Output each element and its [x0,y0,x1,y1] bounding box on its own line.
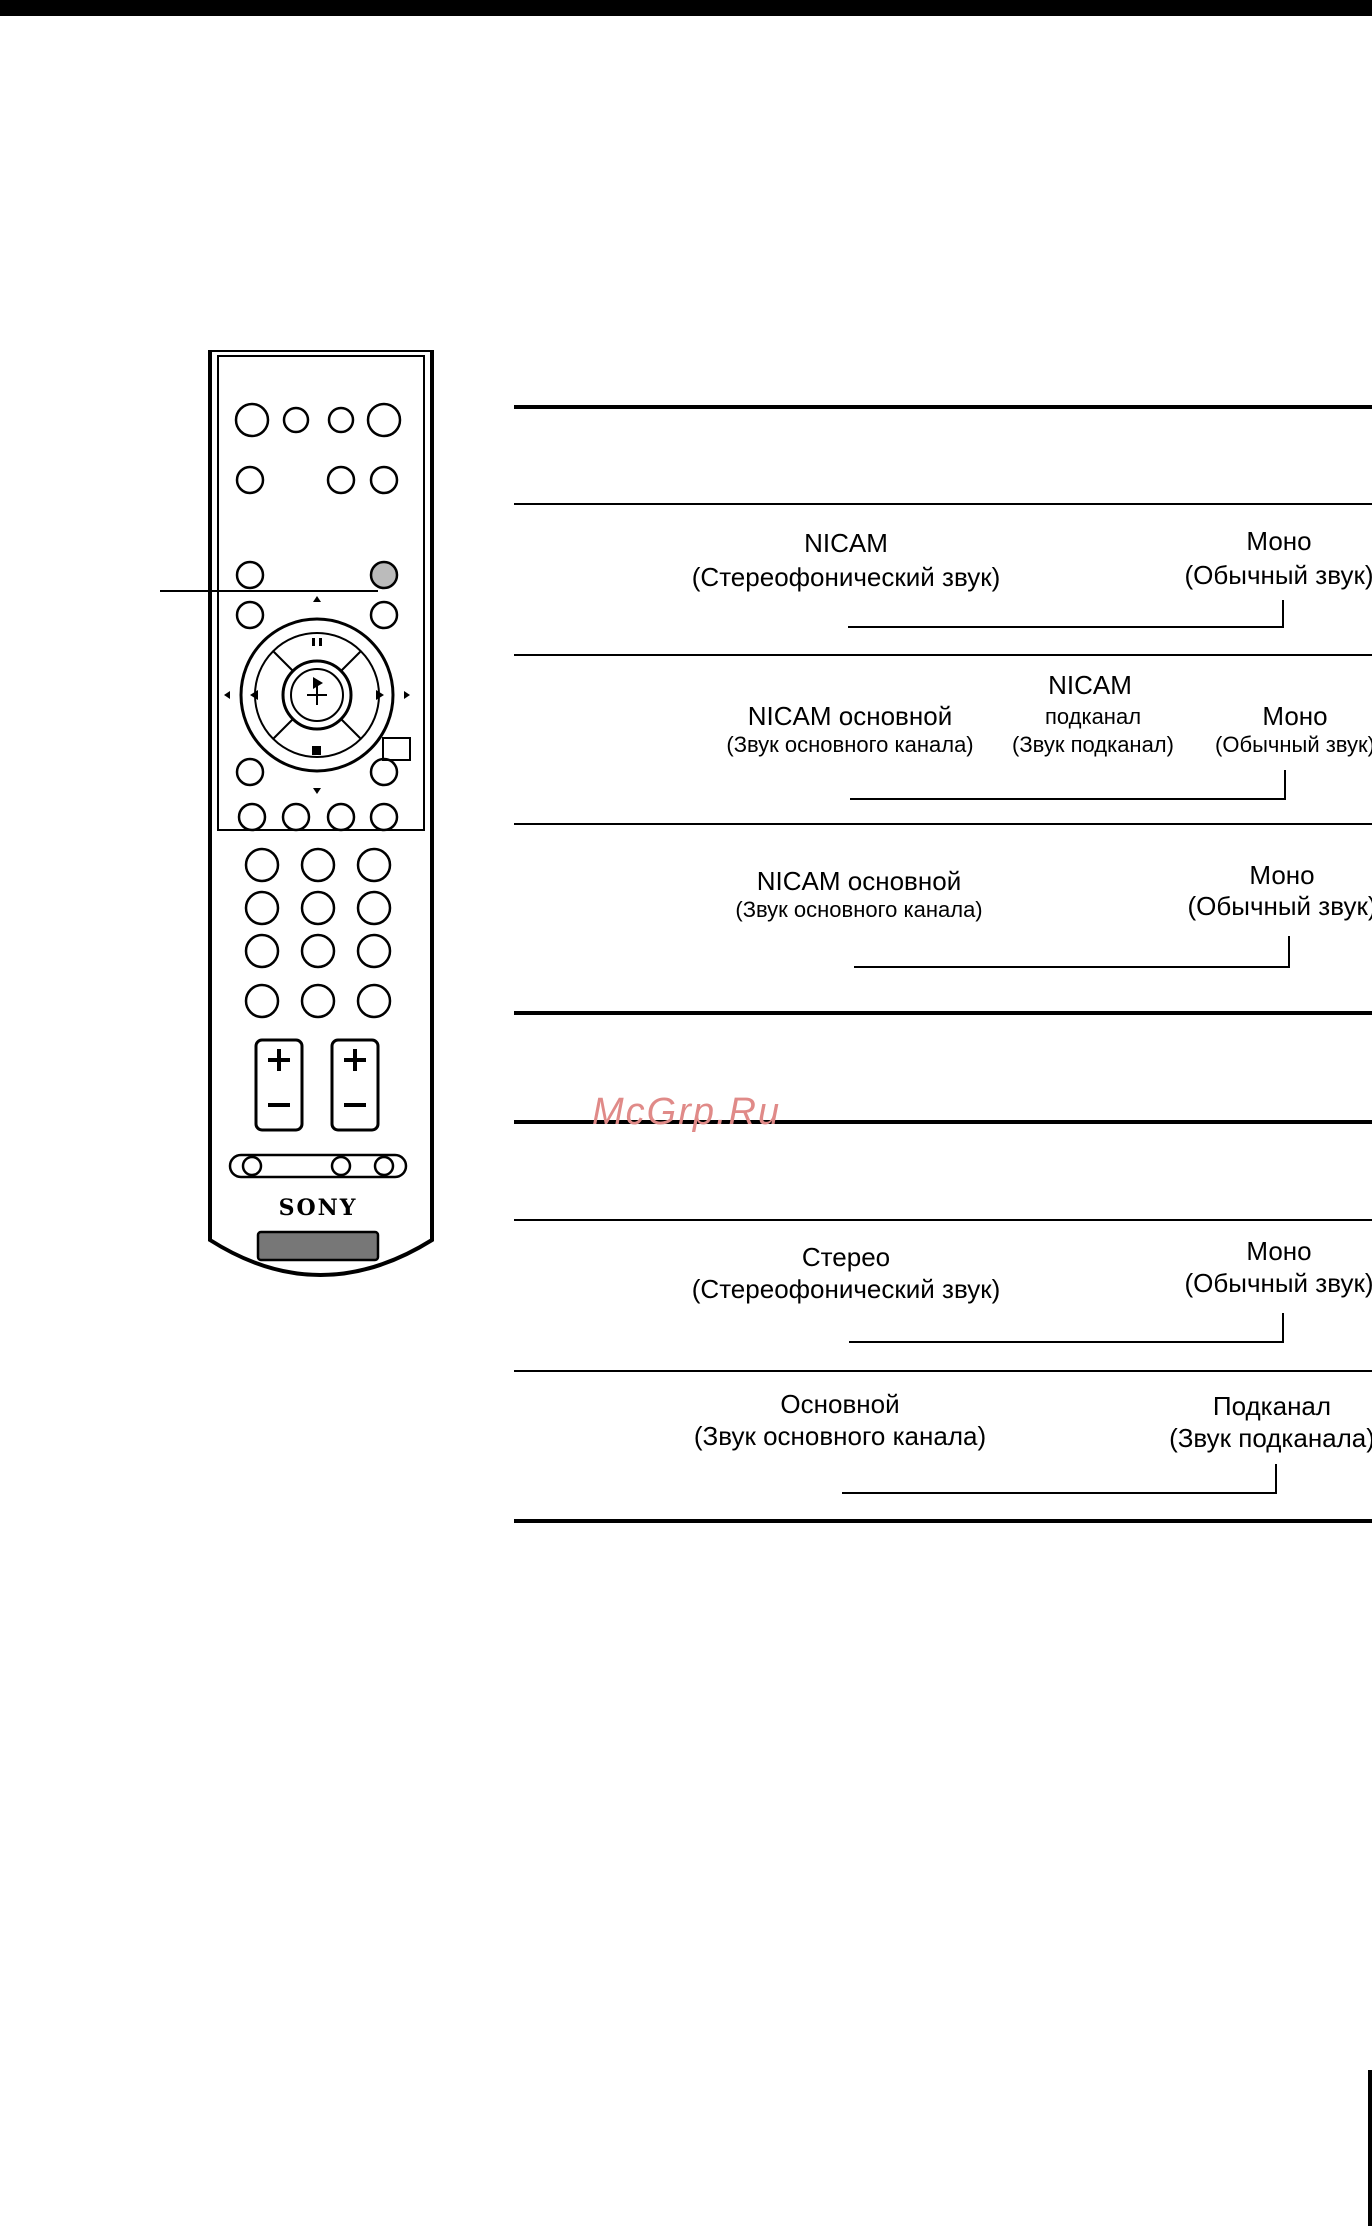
input-button[interactable] [326,465,356,495]
diagram-label-sub: (Обычный звук) [1184,1268,1372,1298]
digit-button[interactable] [300,983,336,1019]
volume-rocker[interactable] [254,1038,304,1132]
digit-button[interactable] [244,847,280,883]
table-bottom-rule [514,1519,1372,1523]
diagram-label-main: Основной [780,1389,900,1419]
standby-button[interactable] [327,406,355,434]
digit-button[interactable] [244,933,280,969]
stop-icon [312,746,321,755]
cycle-arrow [849,1313,1284,1343]
color-button[interactable] [326,802,356,832]
rewind-icon [250,690,258,700]
digit-button[interactable] [356,890,392,926]
digit-button[interactable] [300,890,336,926]
ok-button[interactable] [281,659,353,731]
watermark: McGrp.Ru [592,1091,782,1133]
diagram-label-mid: подканал [1044,704,1142,729]
button[interactable] [369,757,399,787]
up-arrow-icon [313,596,321,602]
diagram-label-main: Моно [1246,1236,1312,1266]
table-rule [514,1219,1372,1221]
sound-mode-button[interactable] [369,560,399,590]
diagram-label-sub: (Обычный звук) [1215,732,1372,757]
cycle-arrow [842,1464,1277,1494]
cycle-arrow [854,936,1290,968]
diagram-label-main: NICAM [804,528,888,558]
program-rocker[interactable] [330,1038,380,1132]
left-arrow-icon [224,691,230,699]
table-bottom-rule [514,1011,1372,1015]
table-rule [514,654,1372,656]
right-arrow-icon [404,691,410,699]
diagram-label-sub: (Обычный звук) [1184,560,1372,590]
table-rule [514,823,1372,825]
cycle-arrow [850,770,1286,800]
digit-button[interactable] [244,890,280,926]
diagram-label-sub: (Обычный звук) [1187,891,1372,921]
info-button[interactable] [282,406,310,434]
teletext-button[interactable] [244,983,280,1019]
pause-icon [312,638,315,646]
color-button[interactable] [281,802,311,832]
table-rule [514,1370,1372,1372]
header-bar [0,0,1372,16]
color-button[interactable] [369,802,399,832]
digit-button[interactable] [300,933,336,969]
fast-forward-icon [376,690,384,700]
diagram-label-sub: (Звук основного канала) [735,897,983,922]
diagram-label-sub: (Стереофонический звук) [691,562,1001,592]
button[interactable] [241,1155,263,1177]
button[interactable] [369,600,399,630]
page-edge-tab [1368,2070,1372,2226]
diagram-label-main: Подканал [1212,1391,1332,1421]
table-rule [514,503,1372,505]
diagram-label-sub: (Звук основного канала) [726,732,974,757]
diagram-label-main: Стерео [801,1242,891,1272]
button[interactable] [235,757,265,787]
button[interactable] [330,1155,352,1177]
play-icon [313,677,323,689]
tv-button[interactable] [369,465,399,495]
diagram-label-main: Моно [1262,701,1328,731]
button[interactable] [235,465,265,495]
button[interactable] [373,1155,395,1177]
down-arrow-icon [313,788,321,794]
table-top-rule [514,1120,1372,1124]
color-button[interactable] [237,802,267,832]
digit-button[interactable] [300,847,336,883]
diagram-label-sub: (Звук подканала) [1169,1423,1372,1453]
power-button[interactable] [366,402,402,438]
mute-button[interactable] [234,402,270,438]
diagram-label-main: NICAM основной [756,866,962,896]
diagram-label-sub: (Звук подканал) [1012,732,1174,757]
diagram-label-main: NICAM основной [747,701,953,731]
pointer-line [160,590,378,592]
table-top-rule [514,405,1372,409]
remote-control-illustration: SONY [208,350,434,1277]
remote-brand-label: SONY [279,1195,358,1221]
button[interactable] [235,600,265,630]
diagram-label-main: NICAM [1048,670,1132,700]
navigation-ring[interactable] [239,617,395,773]
previous-channel-button[interactable] [356,983,392,1019]
diagram-label-main: Моно [1246,526,1312,556]
digit-button[interactable] [356,847,392,883]
digit-button[interactable] [356,933,392,969]
screen-button[interactable] [235,560,265,590]
diagram-label-sub: (Звук основного канала) [693,1421,987,1451]
diagram-label-main: Моно [1249,860,1315,890]
cycle-arrow [848,600,1284,628]
diagram-label-sub: (Стереофонический звук) [691,1274,1001,1304]
